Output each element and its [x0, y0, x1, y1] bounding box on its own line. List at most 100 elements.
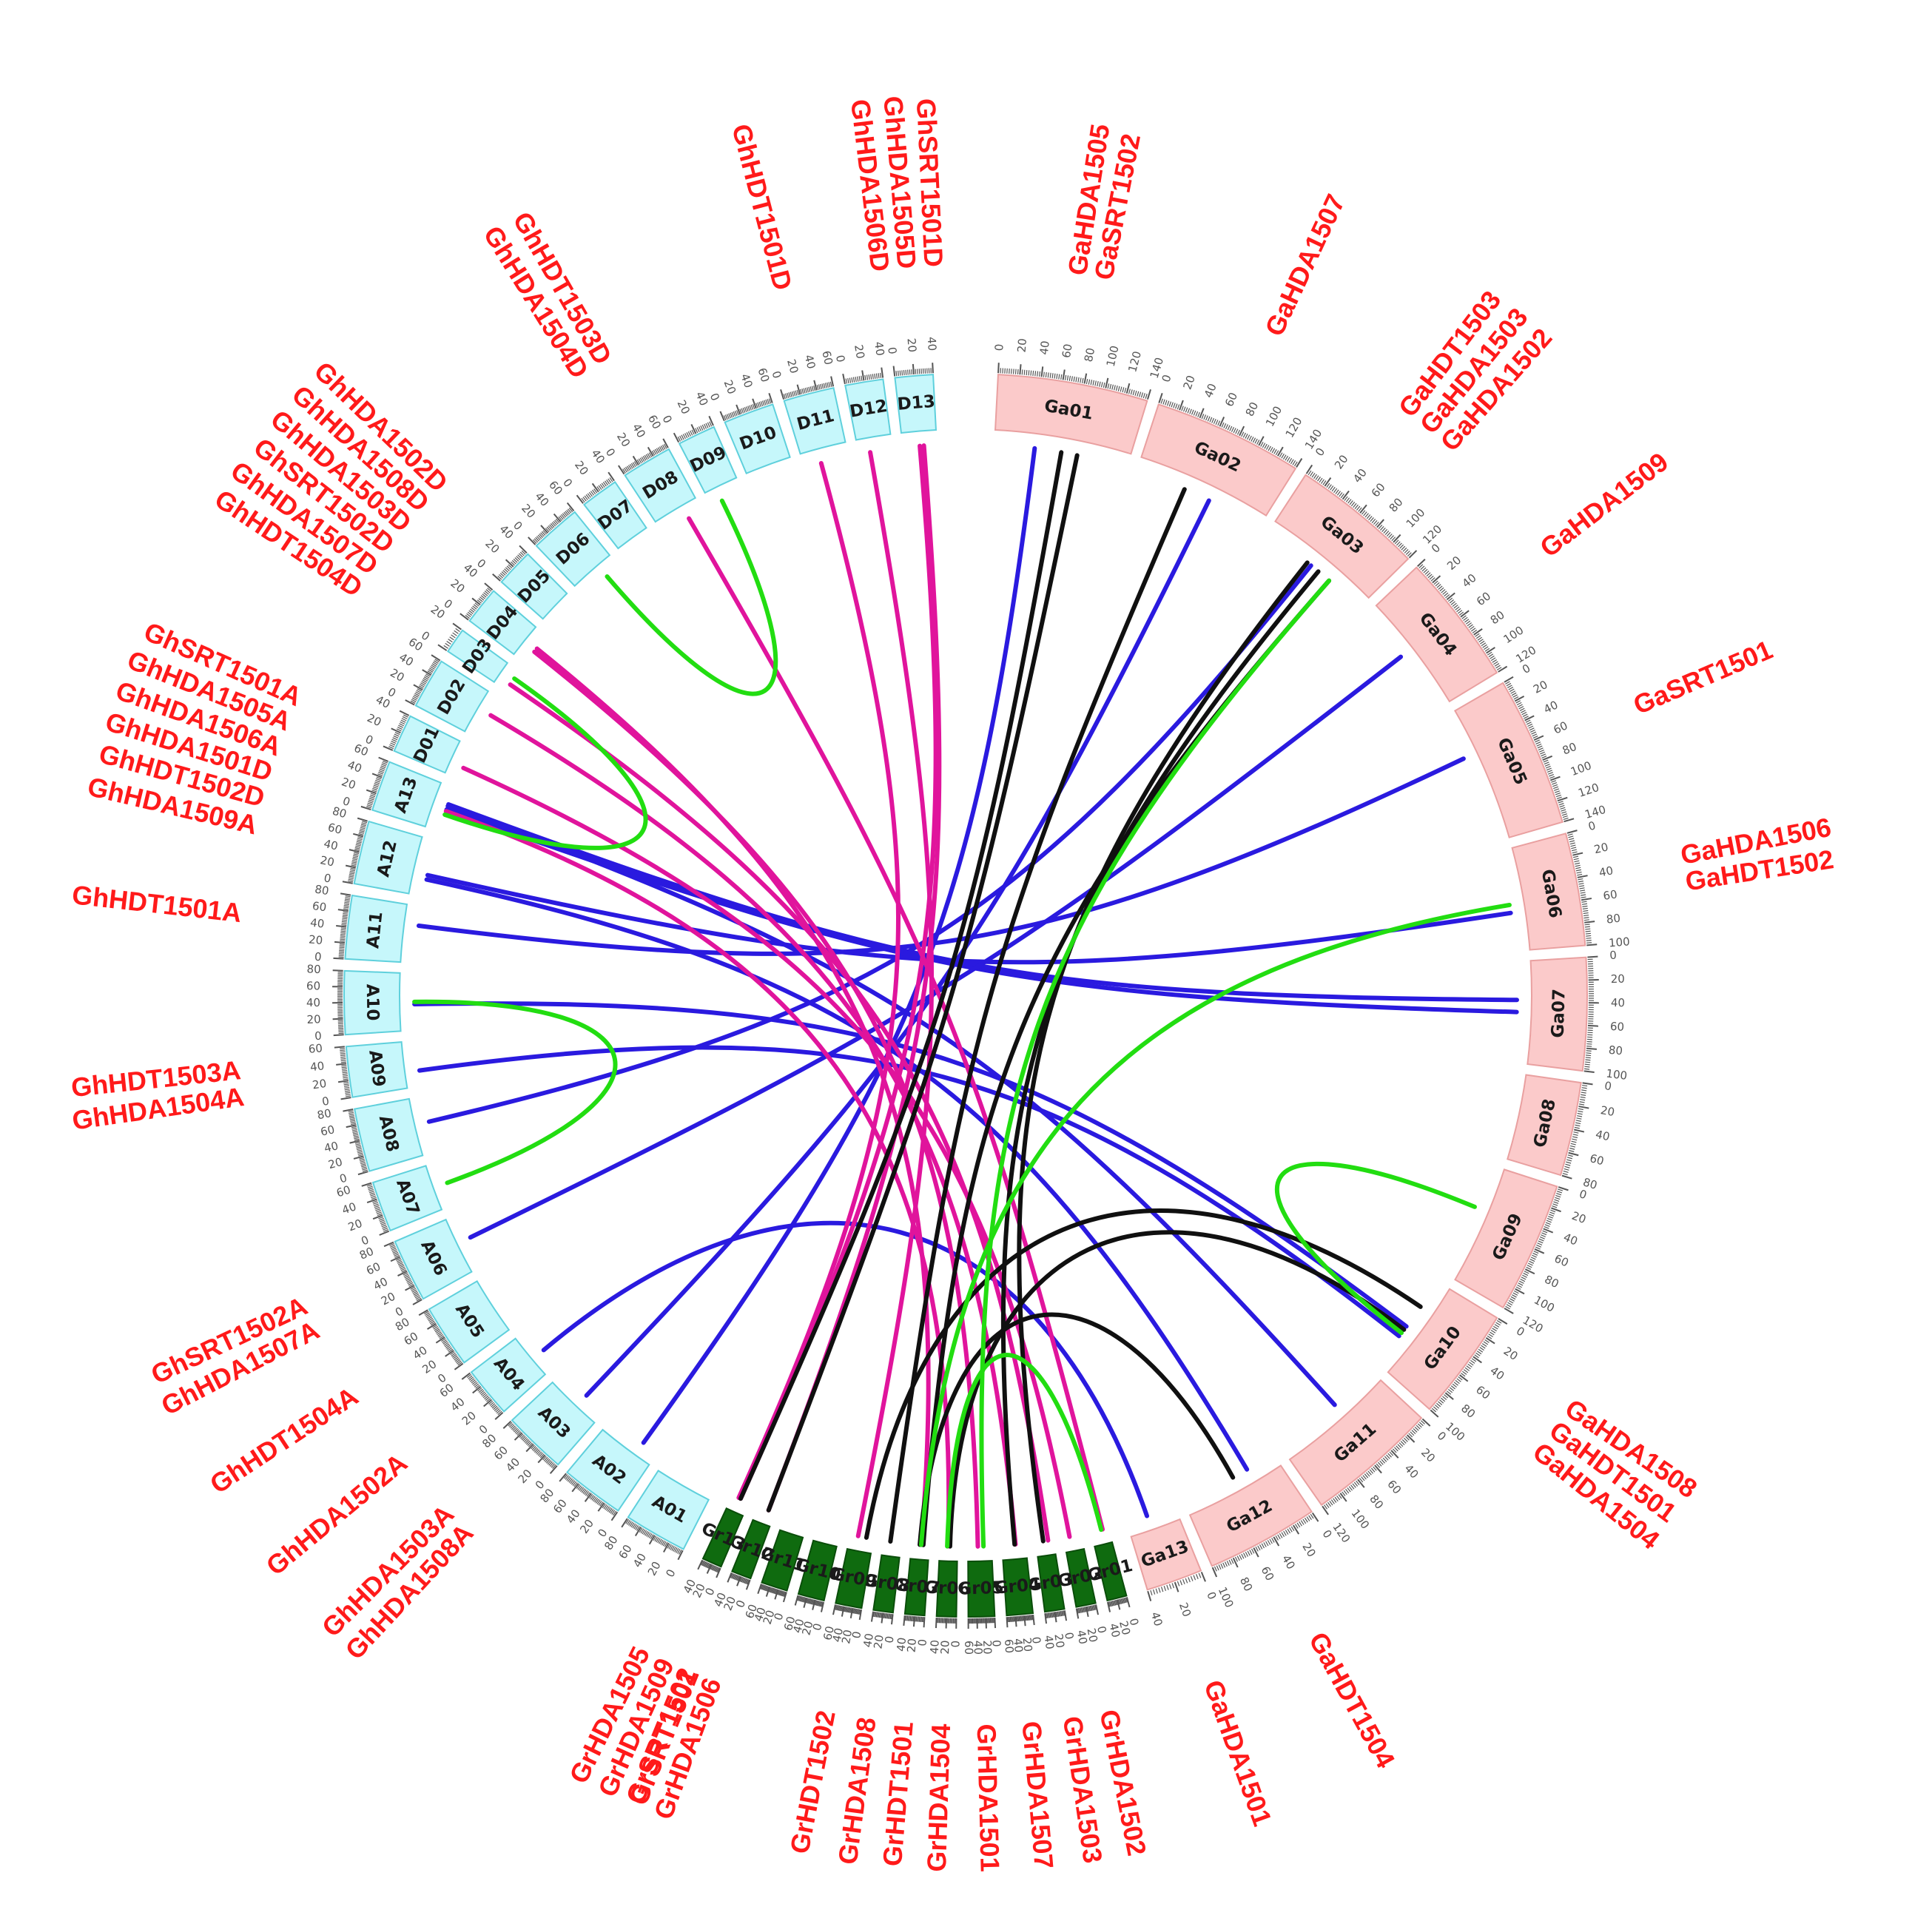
tick-mark [1423, 568, 1428, 574]
tick-mark [382, 762, 388, 765]
tick-label: 60 [546, 478, 565, 497]
tick-mark [489, 1402, 494, 1406]
tick-mark [739, 1576, 742, 1582]
tick-mark [1137, 391, 1140, 397]
tick-mark [707, 1563, 710, 1569]
tick-mark [339, 949, 345, 952]
tick-label: 60 [306, 979, 320, 992]
tick-mark [1569, 838, 1575, 841]
tick-label: 20 [365, 711, 383, 729]
tick-mark [445, 642, 450, 647]
tick-mark [768, 392, 773, 403]
tick-mark [1363, 511, 1367, 517]
tick-mark [579, 1486, 583, 1491]
tick-mark [1458, 1376, 1463, 1381]
tick-label: 20 [675, 398, 693, 417]
tick-mark [1047, 372, 1049, 378]
tick-mark [1162, 399, 1165, 405]
tick-mark [730, 412, 733, 418]
gene-label-group: GrHDA1508 [832, 1715, 882, 1866]
tick-mark [355, 845, 361, 848]
tick-mark [468, 610, 474, 614]
tick-mark [811, 1599, 814, 1605]
tick-mark [1349, 500, 1353, 505]
tick-mark [690, 430, 693, 436]
synteny-link [738, 450, 1064, 1501]
tick-mark [342, 881, 353, 884]
tick-mark [1268, 445, 1271, 451]
tick-mark [480, 595, 485, 599]
tick-label: 0 [949, 1641, 962, 1648]
tick-label: 20 [312, 1077, 327, 1092]
tick-mark [736, 1575, 738, 1581]
tick-mark [912, 1616, 916, 1627]
tick-mark [1408, 550, 1418, 559]
tick-mark [531, 1446, 536, 1450]
tick-mark [1581, 1092, 1586, 1094]
tick-mark [435, 1330, 441, 1334]
tick-label: 20 [1501, 1344, 1521, 1363]
tick-mark [581, 497, 585, 503]
tick-mark [773, 1588, 776, 1594]
tick-mark [345, 895, 351, 898]
tick-mark [1494, 1324, 1500, 1328]
tick-mark [379, 1230, 390, 1236]
tick-mark [1177, 404, 1180, 410]
tick-label: 60 [1222, 391, 1240, 409]
tick-mark [352, 858, 358, 861]
tick-mark [1529, 729, 1535, 733]
tick-mark [813, 380, 818, 391]
tick-mark [366, 789, 377, 795]
tick-mark [438, 1333, 444, 1338]
tick-mark [344, 1089, 350, 1091]
tick-label: 0 [359, 1233, 371, 1248]
tick-mark [701, 424, 705, 430]
tick-mark [1528, 725, 1534, 729]
tick-mark [681, 434, 684, 440]
tick-mark [350, 1120, 356, 1122]
synteny-link [920, 578, 1332, 1547]
tick-mark [1447, 1388, 1453, 1393]
tick-mark [340, 929, 346, 931]
tick-mark [1586, 1050, 1592, 1052]
tick-mark [1325, 1503, 1330, 1508]
tick-mark [733, 1574, 736, 1580]
tick-mark [1509, 688, 1515, 693]
tick-mark [1128, 388, 1131, 394]
synteny-link [918, 902, 1512, 1547]
tick-label: 0 [321, 1094, 330, 1109]
tick-mark [351, 1126, 357, 1128]
tick-mark [912, 363, 915, 374]
tick-mark [1584, 924, 1590, 926]
tick-mark [758, 401, 761, 407]
tick-mark [1421, 1418, 1431, 1427]
tick-label: 60 [1602, 887, 1618, 903]
tick-mark [354, 852, 360, 855]
tick-mark [1342, 490, 1350, 500]
tick-mark [660, 445, 664, 451]
tick-mark [1364, 1473, 1369, 1479]
tick-mark [1107, 383, 1110, 389]
tick-mark [495, 1408, 500, 1413]
tick-mark [343, 1109, 354, 1112]
synteny-link [947, 1230, 1407, 1549]
tick-mark [1516, 702, 1522, 706]
tick-label: 40 [309, 916, 325, 931]
tick-mark [1026, 1615, 1029, 1621]
tick-mark [1357, 1479, 1365, 1488]
tick-mark [1342, 1491, 1346, 1496]
tick-mark [1118, 1598, 1121, 1604]
tick-mark [567, 508, 572, 514]
tick-label: 140 [1302, 427, 1325, 452]
tick-mark [664, 1541, 668, 1547]
tick-mark [1315, 475, 1319, 480]
tick-mark [513, 558, 518, 563]
chromosome-block [1140, 403, 1297, 517]
tick-mark [1236, 1555, 1240, 1561]
tick-mark [423, 676, 429, 680]
tick-mark [1063, 1610, 1066, 1616]
tick-label: 60 [819, 349, 835, 366]
